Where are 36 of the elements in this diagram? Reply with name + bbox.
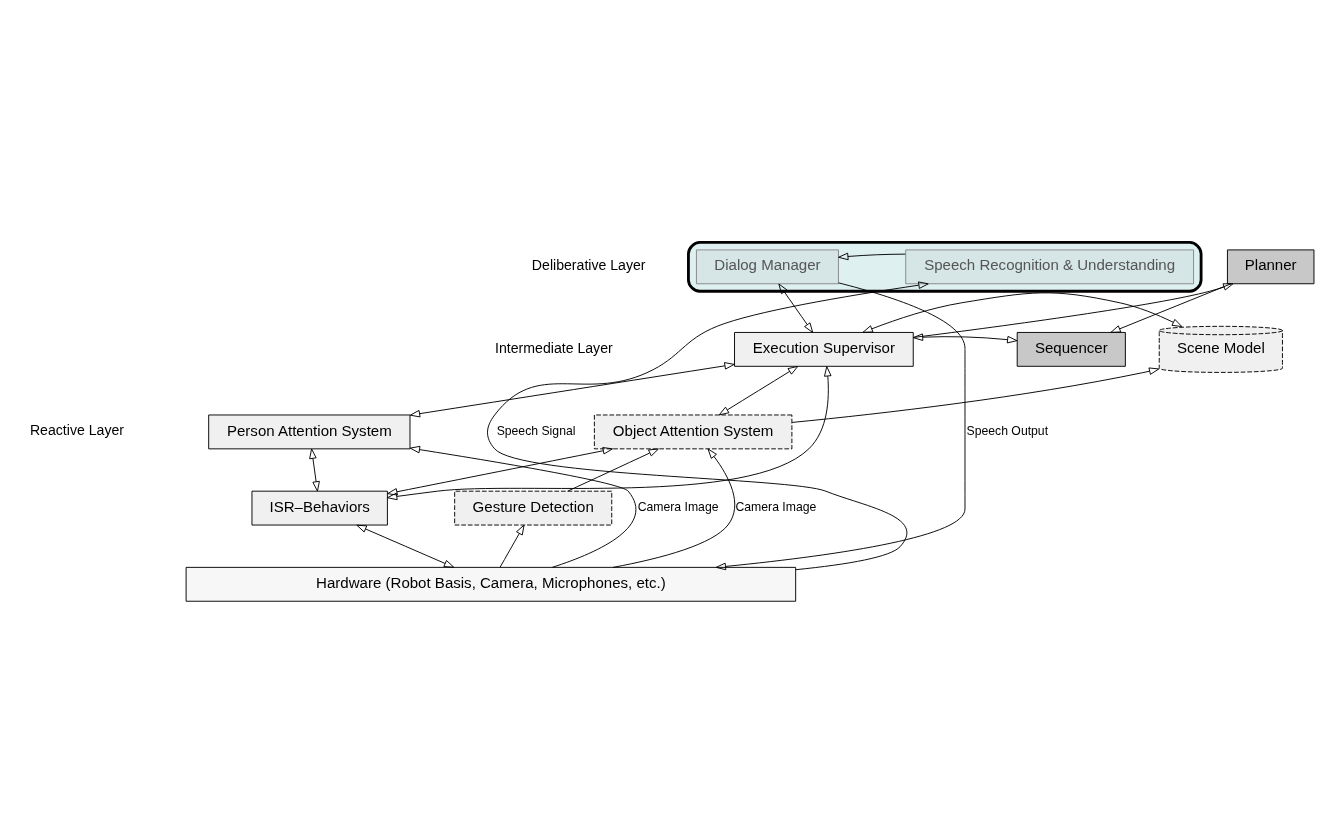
label: Deliberative Layer bbox=[531, 257, 646, 274]
node-box: Sequencer bbox=[1016, 331, 1126, 367]
arrow bbox=[778, 283, 814, 333]
arrow bbox=[309, 448, 320, 492]
node-box: Person Attention System bbox=[208, 414, 411, 450]
arrow bbox=[791, 367, 1160, 423]
arrow bbox=[567, 448, 659, 492]
node-box: Planner bbox=[1226, 249, 1315, 285]
edge-label: Camera Image bbox=[637, 500, 719, 515]
arrow bbox=[1110, 283, 1232, 333]
label: Reactive Layer bbox=[29, 422, 125, 439]
node-box: Speech Recognition & Understanding bbox=[905, 249, 1195, 285]
arrow bbox=[409, 362, 735, 418]
node-box: Object Attention System bbox=[593, 414, 793, 450]
arrow bbox=[387, 447, 614, 496]
node-box: ISR–Behaviors bbox=[251, 490, 388, 526]
arrow bbox=[356, 524, 455, 568]
label: Intermediate Layer bbox=[495, 339, 613, 356]
arrow bbox=[838, 252, 906, 261]
edge-label: Speech Output bbox=[966, 424, 1049, 439]
arrow bbox=[715, 282, 966, 571]
arrow bbox=[862, 292, 1183, 333]
arrow bbox=[487, 281, 929, 571]
node-box: Execution Supervisor bbox=[734, 331, 914, 367]
arrow bbox=[499, 524, 525, 568]
arrow bbox=[386, 366, 832, 501]
arrow bbox=[718, 365, 799, 416]
arrow bbox=[409, 445, 637, 568]
node-box: Hardware (Robot Basis, Camera, Microphones, etc.) bbox=[185, 566, 797, 602]
edge-label: Speech Signal bbox=[496, 424, 576, 439]
node-box: Dialog Manager bbox=[695, 249, 839, 285]
edge-label: Camera Image bbox=[735, 500, 817, 515]
arrow bbox=[912, 333, 1018, 344]
arrow bbox=[612, 448, 736, 568]
node-box: Gesture Detection bbox=[454, 490, 613, 526]
arrow bbox=[913, 283, 1234, 338]
